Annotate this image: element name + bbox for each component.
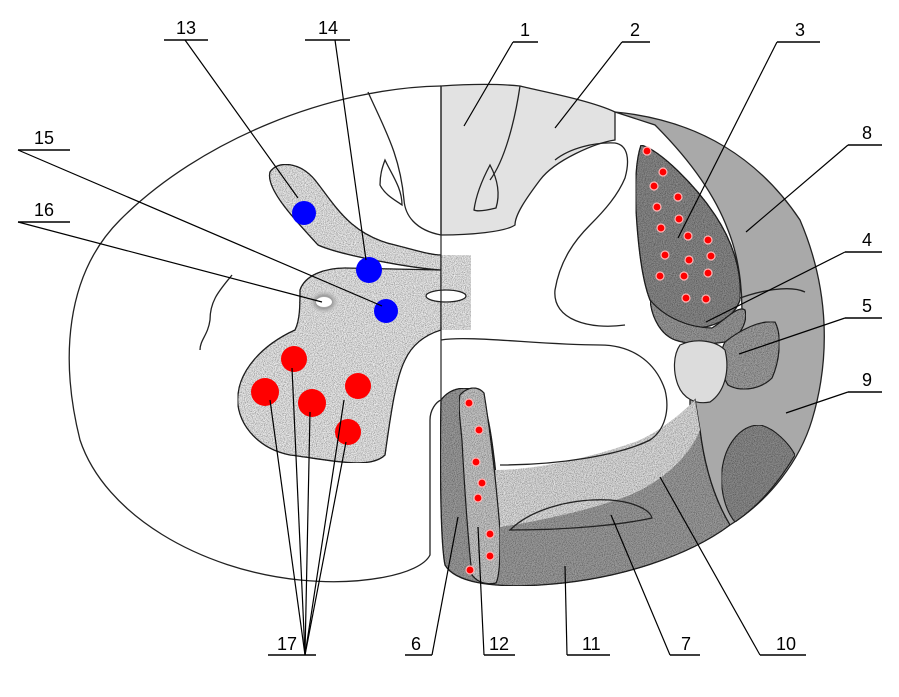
label-16: 16 [34,200,54,220]
tract-cell [649,181,659,191]
tract-cell [703,235,713,245]
left-dorsal-column-slot [379,158,403,207]
right-dorsal-column-slot [473,163,499,212]
right-tract-region-4 [649,298,747,345]
tract-cell [485,529,495,539]
motor-nucleus [251,378,279,406]
left-dorsal-column-border [367,91,442,236]
label-17: 17 [277,634,297,654]
structure-16-blob-core [316,297,332,307]
tract-cell [485,551,495,561]
motor-nucleus [335,419,361,445]
tract-cell [471,457,481,467]
spinocerebellar-boundary [734,288,806,301]
motor-nucleus [281,346,307,372]
tract-cell [656,223,666,233]
leader-lines [17,39,882,656]
tract-cell [464,398,474,408]
label-1: 1 [520,20,530,40]
label-3: 3 [795,20,805,40]
left-half-outline [68,85,442,583]
label-9: 9 [862,370,872,390]
motor-nucleus [345,373,371,399]
tract-cells-region-3 [642,146,716,304]
label-5: 5 [862,296,872,316]
tract-cell [642,146,652,156]
label-15: 15 [34,128,54,148]
label-4: 4 [862,230,872,250]
tract-cell [658,167,668,177]
right-dorsal-column [440,83,616,236]
label-8: 8 [862,123,872,143]
motor-nucleus [298,389,326,417]
right-light-region [673,340,728,404]
tract-cell [674,214,684,224]
right-ventral-light-band [495,400,700,527]
tract-cell [681,293,691,303]
right-dorsal-column-divider [489,85,521,181]
right-ventral-lens-7 [508,499,653,531]
label-11: 11 [582,634,601,654]
blue-nucleus-15 [374,299,398,323]
right-ventral-horn-outline [440,337,668,466]
tract-cell [652,202,662,212]
tract-cell [673,192,683,202]
tract-cells-column-12 [464,398,495,575]
label-14: 14 [318,18,338,38]
tract-cell [684,255,694,265]
ventral-lateral-shadow [721,424,796,523]
tract-cell [465,565,475,575]
left-grey-matter [237,163,442,464]
label-7: 7 [681,634,691,654]
tract-cell [679,271,689,281]
label-2: 2 [630,20,640,40]
blue-nucleus-13 [292,201,316,225]
tract-cell [701,294,711,304]
tract-cell [477,478,487,488]
label-10: 10 [776,634,796,654]
right-dorsal-horn-outline [554,142,629,327]
tract-cell [706,251,716,261]
tract-cell [473,493,483,503]
label-6: 6 [411,634,421,654]
tract-cell [660,250,670,260]
left-lateral-notch [199,274,233,351]
label-13: 13 [176,18,196,38]
central-canal [425,289,467,303]
tract-cell [683,231,693,241]
blue-nucleus-14 [356,257,382,283]
label-12: 12 [489,634,509,654]
tract-cell [703,268,713,278]
tract-cell [474,425,484,435]
tract-cell [655,271,665,281]
